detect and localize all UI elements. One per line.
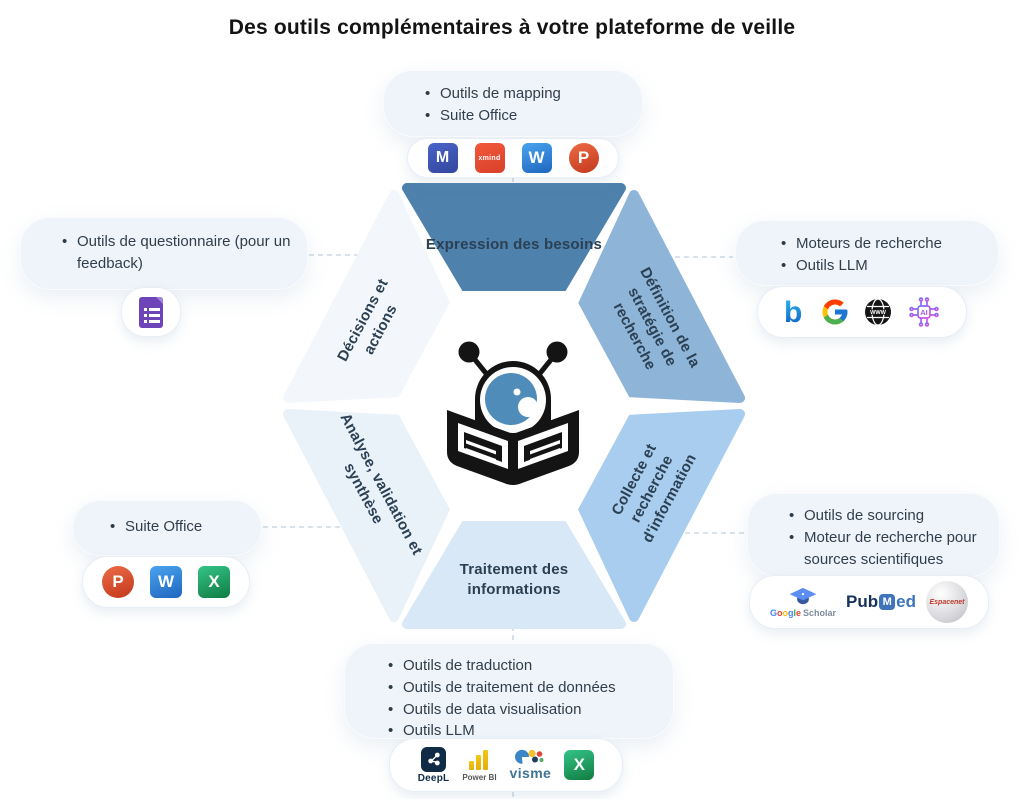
- espacenet-icon: Espacenet: [926, 581, 968, 623]
- callout-item: Moteurs de recherche: [779, 233, 985, 255]
- callout-item: Outils de data visualisation: [386, 699, 660, 721]
- xmind-icon: xmind: [474, 143, 505, 173]
- excel-icon: X: [198, 566, 230, 598]
- callout-right-top: Moteurs de recherche Outils LLM: [735, 220, 999, 286]
- deepl-icon: DeepL: [418, 746, 450, 784]
- segment-collecte-recherche: [576, 409, 745, 622]
- callout-item: Suite Office: [108, 516, 252, 538]
- callout-item: Moteur de recherche pour sources scienti…: [787, 527, 988, 571]
- segment-decisions-actions: [283, 190, 452, 403]
- callout-left-bottom: Suite Office: [72, 500, 262, 556]
- visme-icon: visme: [510, 749, 552, 781]
- web-globe-icon: WWW: [864, 298, 891, 326]
- left-top-tools-pill: [121, 287, 181, 337]
- google-icon: [822, 299, 847, 325]
- callout-top: Outils de mapping Suite Office: [383, 70, 643, 137]
- right-top-tools-pill: b WWW: [757, 286, 967, 338]
- powerbi-icon: Power BI: [462, 748, 497, 782]
- callout-item: Outils de traduction: [386, 655, 660, 677]
- label-traitement-informations: Traitement des informations: [459, 561, 569, 598]
- powerpoint-icon: P: [102, 566, 134, 598]
- scholar-cap-icon: [789, 587, 817, 604]
- svg-text:WWW: WWW: [870, 310, 887, 316]
- bing-icon: b: [784, 296, 802, 329]
- powerpoint-icon: P: [568, 143, 599, 173]
- excel-icon: X: [564, 750, 595, 780]
- callout-item: Outils de sourcing: [787, 505, 988, 527]
- left-bottom-tools-pill: P W X: [82, 556, 250, 608]
- callout-item: Outils LLM: [386, 720, 660, 742]
- callout-bottom: Outils de traduction Outils de traitemen…: [344, 643, 674, 742]
- top-tools-pill: M xmind W P: [407, 138, 619, 178]
- svg-text:b: b: [784, 296, 802, 329]
- word-icon: W: [521, 143, 552, 173]
- google-forms-icon: [139, 296, 163, 328]
- page-title: Des outils complémentaires à votre plate…: [228, 16, 796, 39]
- callout-item: Suite Office: [423, 105, 625, 127]
- label-expression-des-besoins: Expression des besoins: [425, 236, 603, 254]
- word-icon: W: [150, 566, 182, 598]
- robot-over-open-book-icon: [447, 341, 579, 485]
- callout-item: Outils LLM: [779, 255, 985, 277]
- svg-text:AI: AI: [920, 308, 928, 317]
- ai-chip-icon: AI: [908, 297, 939, 327]
- callout-item: Outils de mapping: [423, 83, 625, 105]
- callout-left-top: Outils de questionnaire (pour un feedbac…: [20, 217, 308, 290]
- callout-right-bottom: Outils de sourcing Moteur de recherche p…: [747, 493, 1000, 577]
- bottom-tools-pill: DeepL Power BI visme X: [389, 738, 623, 792]
- callout-item: Outils de questionnaire (pour un feedbac…: [60, 231, 294, 275]
- callout-item: Outils de traitement de données: [386, 677, 660, 699]
- hexagon-ring: [283, 183, 745, 629]
- mindmanager-icon: M: [427, 143, 458, 173]
- segment-analyse-validation: [283, 409, 452, 622]
